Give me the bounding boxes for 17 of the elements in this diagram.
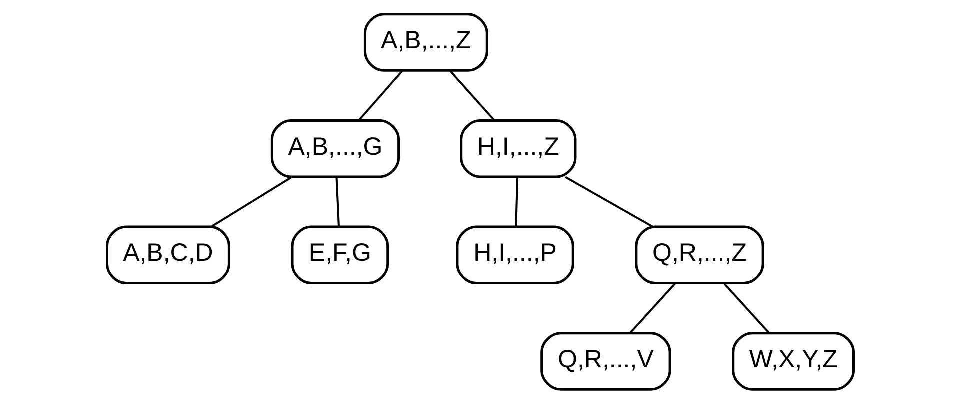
- node-box: E,F,G: [290, 226, 389, 285]
- node-box: H,I,...,P: [456, 226, 574, 285]
- node-box: A,B,...,Z: [363, 13, 488, 72]
- connector: [210, 176, 292, 228]
- node-box: W,X,Y,Z: [732, 332, 854, 391]
- node-box: A,B,...,G: [270, 119, 400, 178]
- connector: [335, 177, 340, 226]
- node-box: A,B,C,D: [106, 226, 230, 285]
- connector: [358, 70, 403, 121]
- connector: [449, 70, 494, 121]
- node-box: H,I,...,Z: [460, 119, 576, 178]
- connector: [564, 176, 653, 228]
- connector: [630, 283, 676, 334]
- node-box: Q,R,...,Z: [634, 226, 764, 285]
- connector: [514, 178, 518, 226]
- node-box: Q,R,...,V: [540, 332, 671, 391]
- connector: [723, 283, 769, 334]
